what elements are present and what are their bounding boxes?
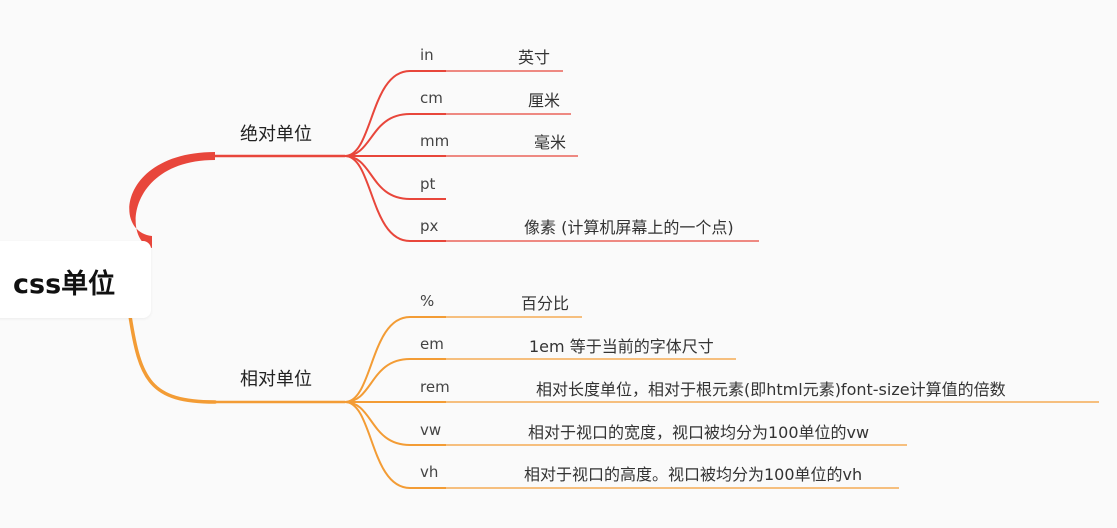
unit-rem-label[interactable]: rem (420, 378, 450, 396)
edge-relative-to-vw (344, 401, 411, 446)
edge-absolute-to-cm (344, 113, 411, 157)
edge-relative-to-em (344, 358, 411, 403)
unit-pt-label[interactable]: pt (420, 175, 436, 193)
unit-cm-desc[interactable]: 厘米 (528, 91, 561, 110)
unit-rem-desc[interactable]: 相对长度单位，相对于根元素(即html元素)font-size计算值的倍数 (536, 380, 1006, 399)
root-node[interactable] (0, 241, 151, 318)
unit-vw-label[interactable]: vw (420, 421, 442, 439)
unit-in-desc[interactable]: 英寸 (518, 48, 551, 67)
edge-relative-to-vh (344, 401, 411, 489)
edge-absolute-to-pt (344, 155, 411, 200)
branch-relative-label[interactable]: 相对单位 (240, 369, 312, 390)
unit-in-label[interactable]: in (420, 46, 434, 64)
edge-relative-to-percent (344, 316, 411, 403)
unit-percent-desc[interactable]: 百分比 (521, 294, 570, 313)
unit-mm-desc[interactable]: 毫米 (534, 133, 567, 152)
connector-lines (128, 70, 1099, 489)
branch-absolute-label[interactable]: 绝对单位 (240, 124, 312, 145)
root-label-latin: css (13, 269, 62, 300)
edge-absolute-to-px (344, 155, 411, 242)
unit-mm-label[interactable]: mm (420, 132, 450, 150)
unit-vh-desc[interactable]: 相对于视口的高度。视口被均分为100单位的vh (524, 465, 863, 484)
edge-absolute-to-in (344, 70, 411, 157)
root-label-cjk: 单位 (61, 269, 116, 300)
root-label: css单位 (13, 262, 115, 301)
unit-vw-desc[interactable]: 相对于视口的宽度，视口被均分为100单位的vw (528, 423, 870, 442)
unit-cm-label[interactable]: cm (420, 89, 443, 107)
unit-em-desc[interactable]: 1em 等于当前的字体尺寸 (529, 337, 714, 356)
unit-vh-label[interactable]: vh (420, 463, 439, 481)
edge-root-to-absolute (129, 152, 215, 248)
unit-px-label[interactable]: px (420, 217, 439, 235)
unit-px-desc[interactable]: 像素 (计算机屏幕上的一个点) (524, 218, 734, 237)
unit-percent-label[interactable]: % (420, 292, 435, 310)
edge-root-to-relative (128, 314, 217, 404)
unit-em-label[interactable]: em (420, 335, 444, 353)
